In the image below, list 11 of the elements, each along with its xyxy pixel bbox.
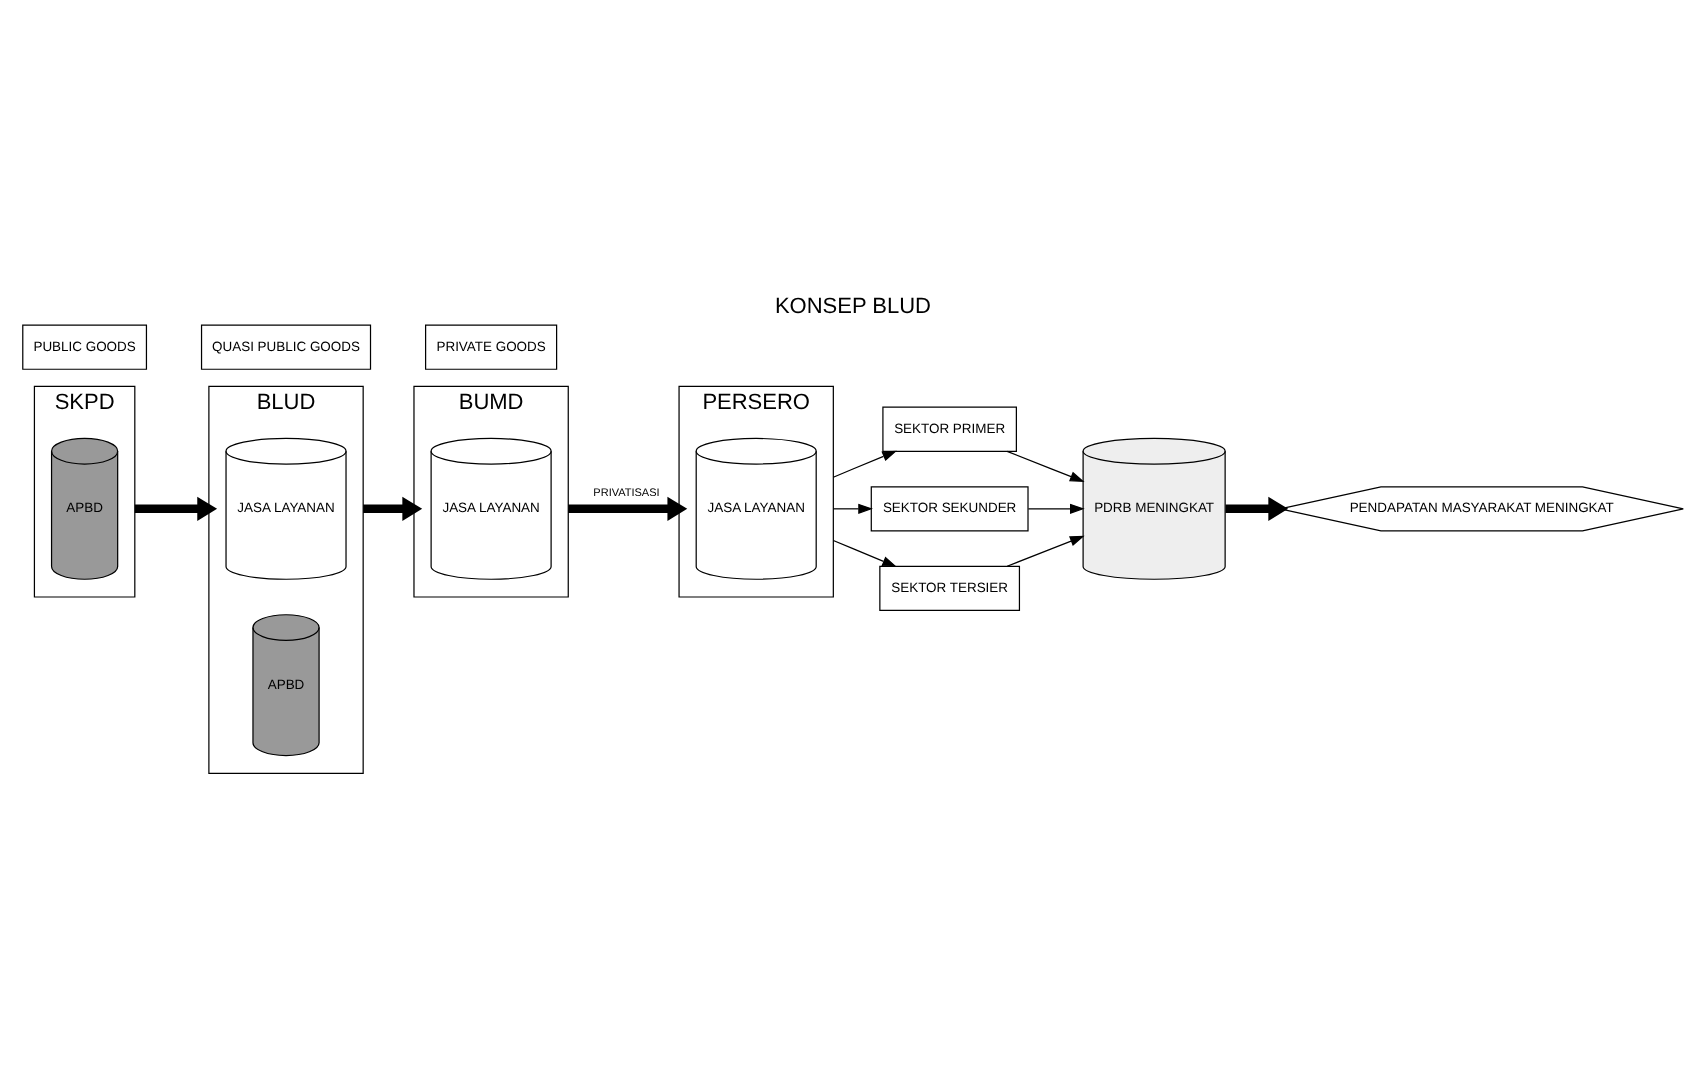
arrow	[568, 496, 688, 521]
arrow	[134, 496, 218, 521]
arrow	[363, 496, 423, 521]
diagram-title: KONSEP BLUD	[774, 295, 932, 320]
arrow	[1027, 503, 1085, 514]
arrow	[1006, 450, 1085, 482]
arrow	[1225, 496, 1289, 521]
arrow	[832, 450, 897, 478]
arrow	[1006, 535, 1085, 567]
arrow	[832, 503, 873, 514]
arrow	[832, 539, 897, 567]
